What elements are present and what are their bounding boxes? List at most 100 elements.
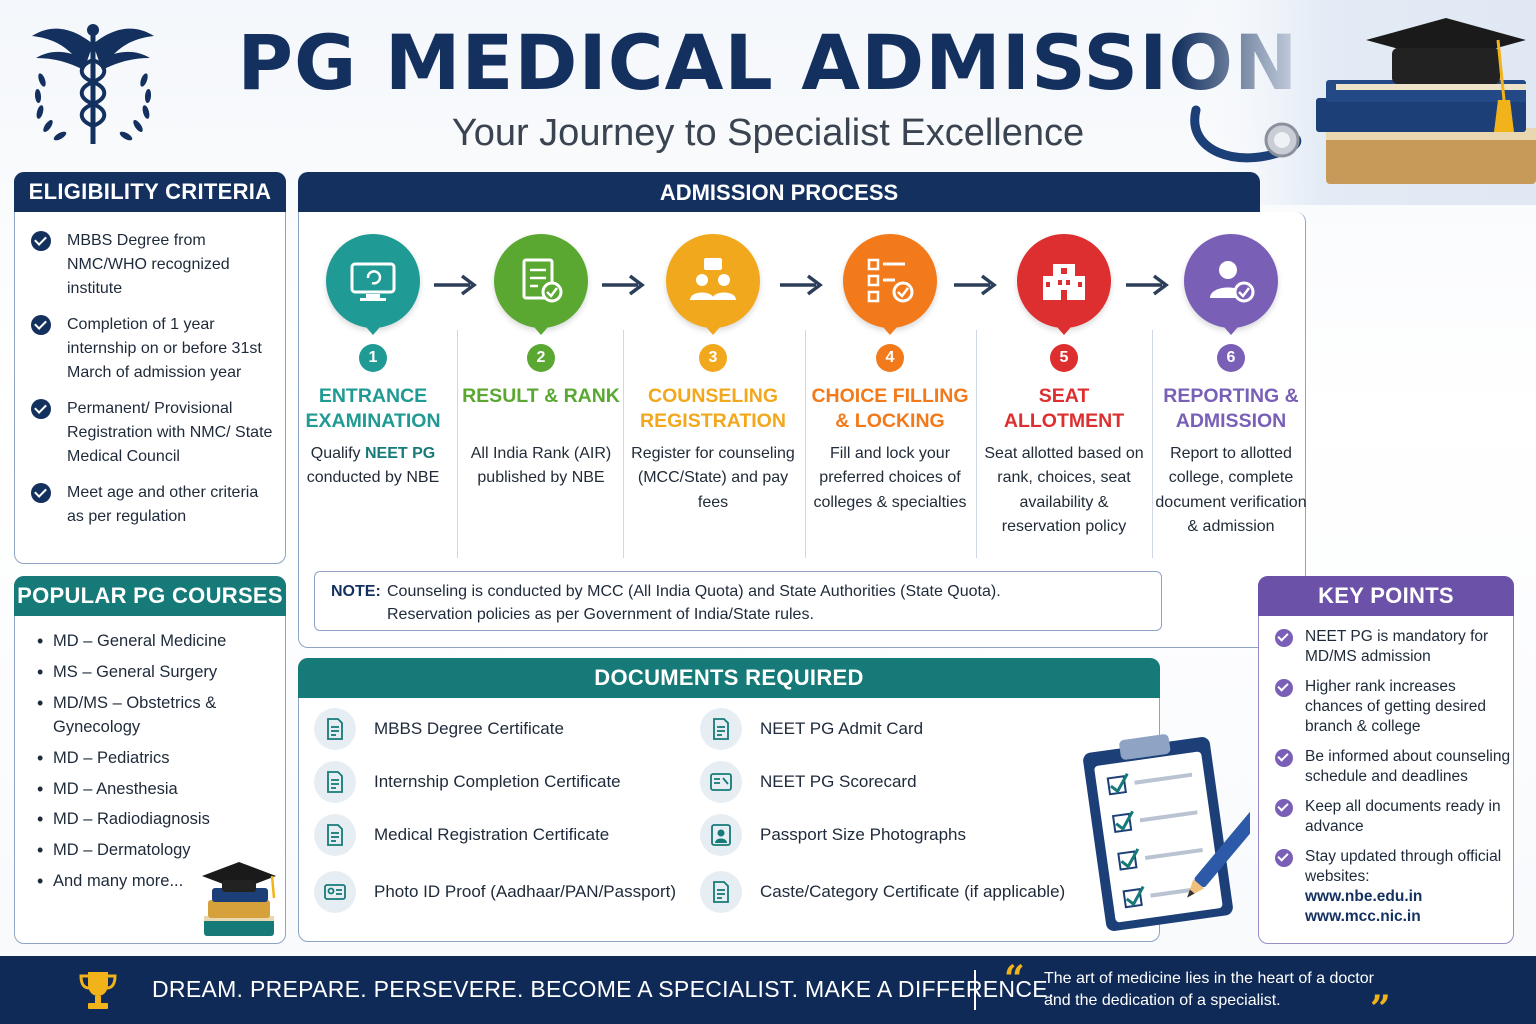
list-item: MD – Pediatrics [37,746,277,771]
document-label: Internship Completion Certificate [374,772,621,791]
courses-list: MD – General Medicine MS – General Surge… [37,629,277,900]
document-item: MBBS Degree Certificate [314,708,564,750]
check-circle-icon [1275,749,1293,767]
key-points-list: NEET PG is mandatory for MD/MS admission… [1275,627,1511,937]
trophy-icon [79,972,117,1009]
document-label: MBBS Degree Certificate [374,719,564,738]
step-separator [1152,330,1153,558]
document-icon [314,814,356,856]
stethoscope-books-cap-illustration [1176,0,1536,205]
step-number: 1 [359,344,387,372]
process-step-3: 3 COUNSELING REGISTRATION Register for c… [627,234,799,515]
document-label: Medical Registration Certificate [374,825,610,844]
result-document-icon [494,234,588,335]
counseling-people-icon [666,234,760,335]
document-icon [314,761,356,803]
document-item: Caste/Category Certificate (if applicabl… [700,871,1065,913]
process-step-4: 4 CHOICE FILLING & LOCKING Fill and lock… [804,234,976,515]
list-item: Higher rank increases chances of getting… [1275,677,1511,737]
process-step-1: 1 ENTRANCE EXAMINATION Qualify NEET PG c… [287,234,459,491]
counseling-note: NOTE: Counseling is conducted by MCC (All… [314,571,1162,631]
mcc-website-link[interactable]: www.mcc.nic.in [1305,908,1421,925]
list-item: MBBS Degree from NMC/WHO recognized inst… [31,229,279,301]
admission-process-title: ADMISSION PROCESS [298,172,1260,214]
step-separator [805,330,806,558]
note-line-1: Counseling is conducted by MCC (All Indi… [387,583,1001,600]
step-separator [457,330,458,558]
note-line-2: Reservation policies as per Government o… [387,606,814,623]
arrow-right-icon [1126,274,1169,296]
step-separator [976,330,977,558]
check-circle-icon [31,231,51,251]
step-title: REPORTING & ADMISSION [1163,385,1299,432]
step-title: SEAT ALLOTMENT [1003,385,1125,432]
document-label: Passport Size Photographs [760,825,967,844]
check-circle-icon [1275,849,1293,867]
hospital-building-icon [1017,234,1111,335]
document-label: Photo ID Proof (Aadhaar/PAN/Passport) [374,882,677,901]
courses-title: POPULAR PG COURSES [14,576,286,616]
footer-quote: The art of medicine lies in the heart of… [1044,970,1374,1009]
step-description: Report to allotted college, complete doc… [1155,445,1307,535]
arrow-right-icon [954,274,997,296]
eligibility-title: ELIGIBILITY CRITERIA [14,172,286,212]
document-icon [700,871,742,913]
close-quote-icon: ” [1370,988,1391,1024]
footer-divider [974,970,976,1010]
nbe-website-link[interactable]: www.nbe.edu.in [1305,888,1423,905]
step-description: All India Rank (AIR) published by NBE [470,445,612,487]
document-label: NEET PG Scorecard [760,772,917,791]
document-item: Internship Completion Certificate [314,761,621,803]
key-points-panel: KEY POINTS NEET PG is mandatory for MD/M… [1258,576,1514,944]
arrow-right-icon [602,274,645,296]
clipboard-checklist-icon [1083,734,1250,931]
list-item: Meet age and other criteria as per regul… [31,481,279,529]
arrow-right-icon [434,274,477,296]
photo-icon [700,814,742,856]
list-item: MD – General Medicine [37,629,277,654]
step-description: Qualify NEET PG conducted by NBE [306,445,440,487]
list-item: NEET PG is mandatory for MD/MS admission [1275,627,1511,667]
step-description: Register for counseling (MCC/State) and … [631,445,795,511]
check-circle-icon [31,483,51,503]
process-step-5: 5 SEAT ALLOTMENT Seat allotted based on … [978,234,1150,539]
list-item: MD – Radiodiagnosis [37,807,277,832]
document-item: Photo ID Proof (Aadhaar/PAN/Passport) [314,871,676,913]
list-item: Keep all documents ready in advance [1275,797,1511,837]
list-item: MD/MS – Obstetrics & Gynecology [37,691,277,740]
document-item: NEET PG Admit Card [700,708,923,750]
open-quote-icon: “ [1004,958,1025,1000]
list-item: Stay updated through official websites: … [1275,847,1511,927]
document-item: Passport Size Photographs [700,814,966,856]
list-item: MS – General Surgery [37,660,277,685]
check-circle-icon [31,315,51,335]
arrow-right-icon [780,274,823,296]
footer-slogan: DREAM. PREPARE. PERSEVERE. BECOME A SPEC… [152,976,1055,1002]
user-verified-icon [1184,234,1278,335]
step-number: 4 [876,344,904,372]
document-icon [700,708,742,750]
id-card-icon [314,871,356,913]
list-item: MD – Dermatology [37,838,277,863]
note-label: NOTE: [331,583,381,600]
list-item: Permanent/ Provisional Registration with… [31,397,279,469]
step-title: ENTRANCE EXAMINATION [305,385,441,432]
list-item: And many more... [37,869,277,894]
process-step-6: 6 REPORTING & ADMISSION Report to allott… [1145,234,1317,539]
monitor-icon [326,234,420,335]
step-description: Fill and lock your preferred choices of … [813,445,967,511]
step-description: Seat allotted based on rank, choices, se… [984,445,1144,535]
documents-title: DOCUMENTS REQUIRED [298,658,1160,698]
eligibility-panel: ELIGIBILITY CRITERIA MBBS Degree from NM… [14,172,286,564]
check-circle-icon [31,399,51,419]
step-number: 3 [699,344,727,372]
footer-bar [0,956,1536,1024]
document-label: Caste/Category Certificate (if applicabl… [760,882,1066,901]
step-number: 6 [1217,344,1245,372]
document-item: NEET PG Scorecard [700,761,917,803]
scorecard-icon [700,761,742,803]
document-item: Medical Registration Certificate [314,814,609,856]
eligibility-list: MBBS Degree from NMC/WHO recognized inst… [31,229,279,541]
check-circle-icon [1275,679,1293,697]
check-circle-icon [1275,799,1293,817]
